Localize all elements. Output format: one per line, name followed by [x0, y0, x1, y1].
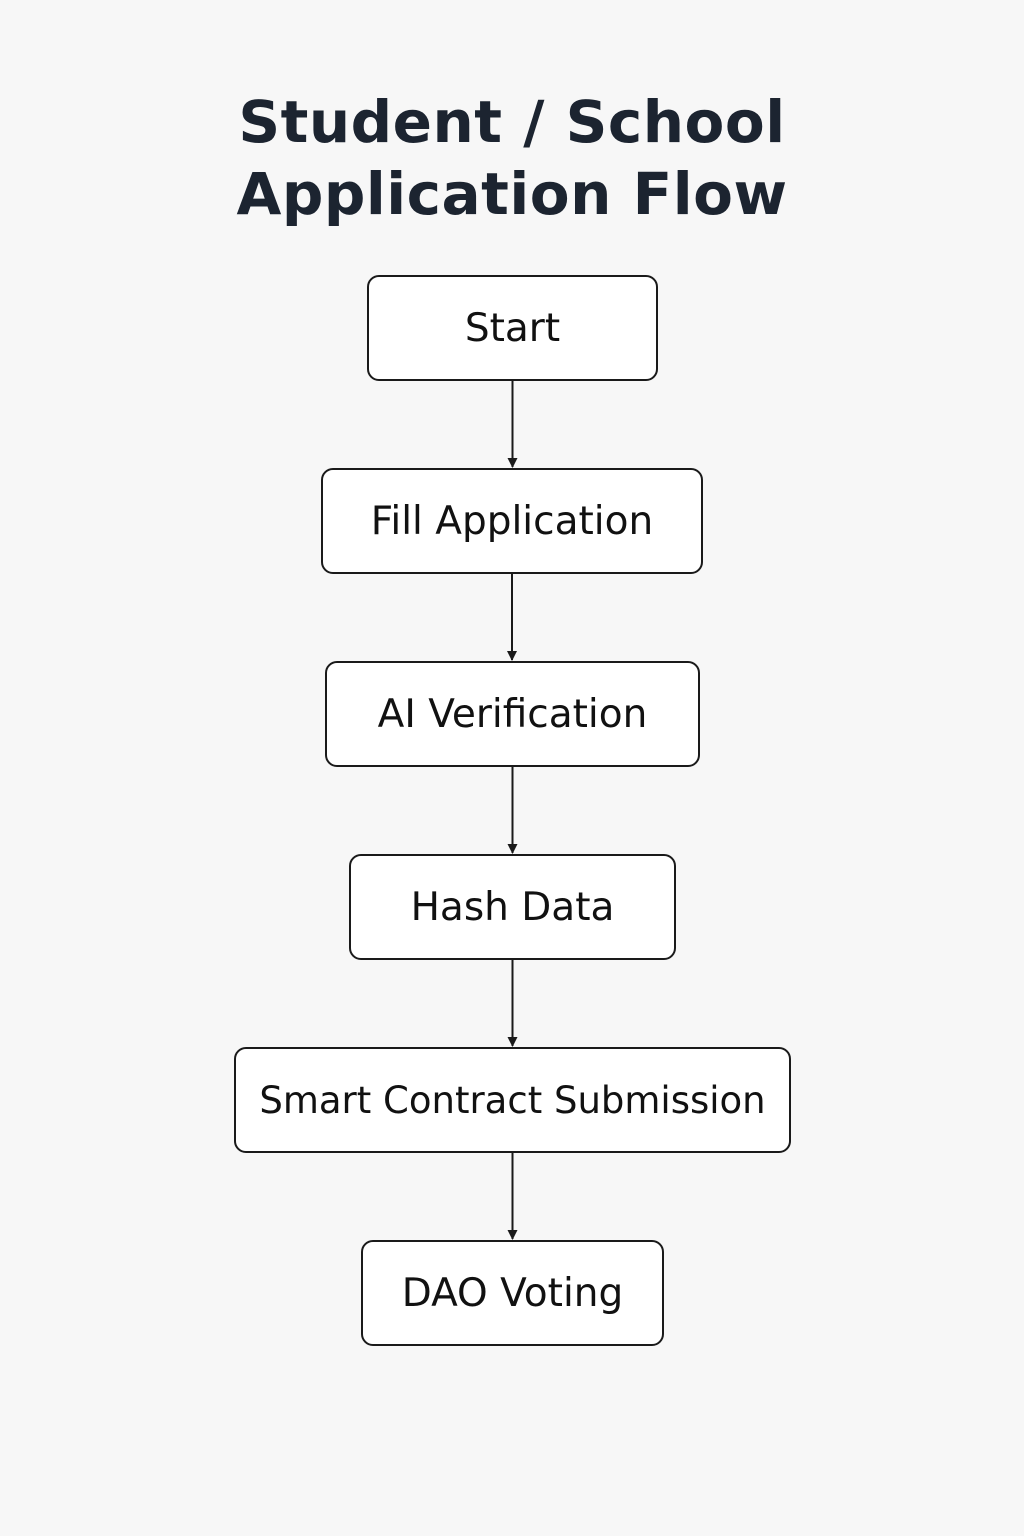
flow-step-smart-contract-submission: Smart Contract Submission [234, 1047, 791, 1153]
title-line-1: Student / School [238, 88, 786, 156]
flow-step-start: Start [367, 275, 658, 381]
flow-step-fill-application: Fill Application [321, 468, 703, 574]
flow-step-hash-data: Hash Data [349, 854, 676, 960]
flow-step-dao-voting: DAO Voting [361, 1240, 664, 1346]
flow-step-ai-verification: AI Verification [325, 661, 700, 767]
page-title: Student / School Application Flow [0, 86, 1024, 230]
title-line-2: Application Flow [236, 160, 788, 228]
